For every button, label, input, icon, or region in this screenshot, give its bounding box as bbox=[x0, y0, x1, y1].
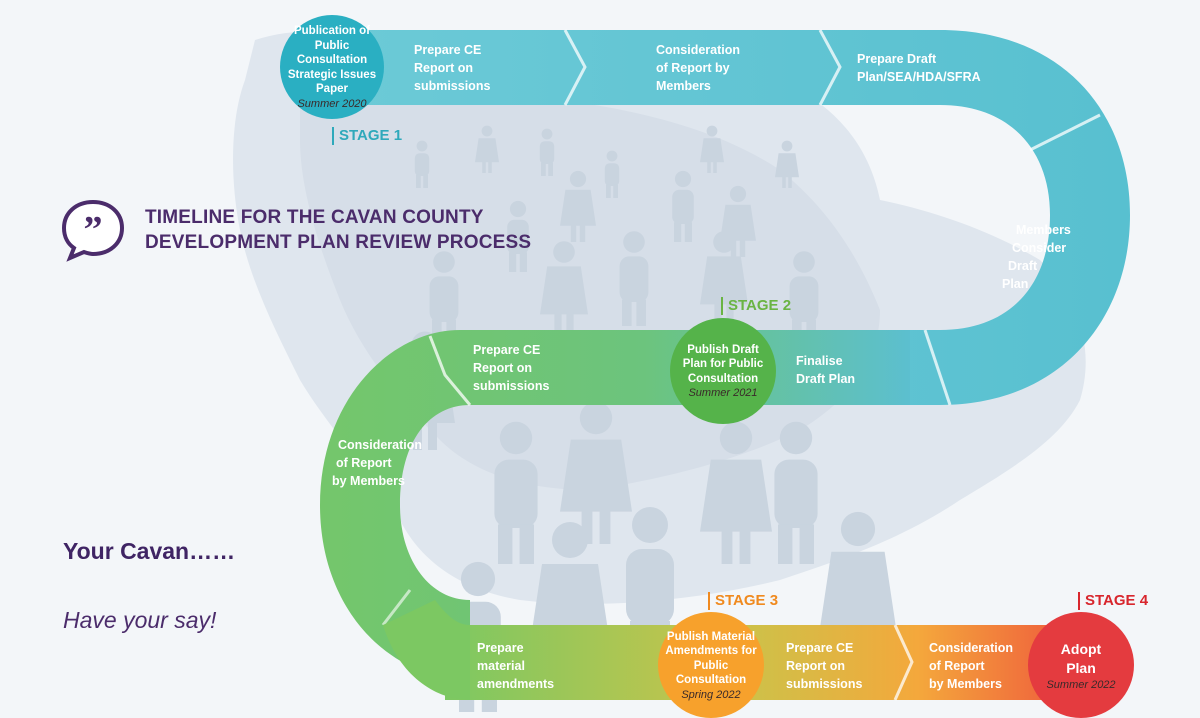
title-line-2: DEVELOPMENT PLAN REVIEW PROCESS bbox=[145, 232, 532, 253]
node-line: Public Consultation bbox=[296, 39, 368, 67]
step-prepare-material-amendments: Prepare material amendments bbox=[477, 639, 554, 693]
step-prepare-ce-report-2: Prepare CE Report on submissions bbox=[473, 341, 549, 395]
step-line: submissions bbox=[414, 79, 491, 93]
stage-4-label: STAGE 4 bbox=[1078, 592, 1148, 610]
step-line: Prepare Draft bbox=[857, 52, 937, 66]
step-consideration-by-members-3: Consideration of Report by Members bbox=[929, 639, 1013, 693]
step-consideration-by-members-1: Consideration of Report by Members bbox=[656, 41, 740, 95]
milestone-adopt-plan: Adopt Plan Summer 2022 bbox=[1028, 612, 1134, 718]
step-line: Members bbox=[656, 79, 711, 93]
step-finalise-draft-plan: Finalise Draft Plan bbox=[796, 352, 855, 388]
page-title: TIMELINE FOR THE CAVAN COUNTY DEVELOPMEN… bbox=[145, 205, 531, 255]
step-members-consider-draft: Members Consider Draft Plan bbox=[1002, 221, 1071, 293]
node-line: Publish Draft bbox=[687, 343, 759, 356]
node-date: Spring 2022 bbox=[681, 688, 741, 701]
step-line: of Report bbox=[336, 456, 392, 470]
step-line: Report on bbox=[414, 61, 474, 75]
node-line: Plan for Public bbox=[682, 358, 764, 371]
step-line: Members bbox=[1016, 223, 1071, 237]
step-line: amendments bbox=[477, 677, 555, 691]
step-consideration-by-members-2: Consideration of Report by Members bbox=[332, 436, 422, 490]
step-line: Prepare bbox=[477, 641, 524, 655]
road-middle bbox=[320, 330, 910, 680]
svg-text:”: ” bbox=[84, 209, 103, 251]
people-silhouettes bbox=[395, 125, 896, 712]
step-line: Prepare CE bbox=[786, 641, 854, 655]
stage-3-label: STAGE 3 bbox=[708, 592, 778, 610]
node-line: Publication of bbox=[293, 25, 371, 38]
step-line: Consideration bbox=[656, 43, 741, 57]
tagline-have-your-say: Have your say! bbox=[63, 607, 217, 633]
step-line: Plan/SEA/HDA/SFRA bbox=[857, 70, 981, 84]
step-line: submissions bbox=[473, 379, 550, 393]
step-line: Draft bbox=[1008, 259, 1038, 273]
node-line: Adopt bbox=[1060, 640, 1102, 657]
step-prepare-ce-report-3: Prepare CE Report on submissions bbox=[786, 639, 862, 693]
step-line: Consideration bbox=[338, 438, 423, 452]
stage-1-label: STAGE 1 bbox=[332, 127, 402, 145]
node-date: Summer 2020 bbox=[297, 97, 367, 110]
quote-icon: ” bbox=[61, 199, 125, 262]
step-line: material bbox=[477, 659, 525, 673]
step-line: of Report bbox=[929, 659, 985, 673]
milestone-publish-draft-plan: Publish Draft Plan for Public Consultati… bbox=[670, 318, 776, 424]
step-prepare-draft-plan: Prepare Draft Plan/SEA/HDA/SFRA bbox=[857, 50, 981, 86]
step-prepare-ce-report-1: Prepare CE Report on submissions bbox=[414, 41, 490, 95]
node-line: Publish Material bbox=[666, 630, 756, 643]
node-line: Public Consultation bbox=[675, 659, 747, 687]
step-line: Finalise bbox=[796, 354, 843, 368]
step-line: Report on bbox=[786, 659, 846, 673]
step-line: of Report by bbox=[656, 61, 730, 75]
step-line: Consideration bbox=[929, 641, 1014, 655]
step-line: Report on bbox=[473, 361, 533, 375]
title-line-1: TIMELINE FOR THE CAVAN COUNTY bbox=[145, 207, 484, 228]
milestone-strategic-issues-paper: Publication of Public Consultation Strat… bbox=[280, 15, 384, 119]
step-line: Plan bbox=[1002, 277, 1029, 291]
step-line: Prepare CE bbox=[414, 43, 482, 57]
step-line: Draft Plan bbox=[796, 372, 856, 386]
node-line: Plan bbox=[1066, 659, 1096, 676]
step-line: Consider bbox=[1012, 241, 1067, 255]
tagline-your-cavan: Your Cavan…… bbox=[63, 538, 236, 564]
step-line: submissions bbox=[786, 677, 863, 691]
stage-2-label: STAGE 2 bbox=[721, 297, 791, 315]
node-line: Amendments for bbox=[665, 645, 757, 657]
step-line: Prepare CE bbox=[473, 343, 541, 357]
node-line: Strategic Issues bbox=[287, 68, 377, 81]
node-line: Consultation bbox=[687, 372, 759, 385]
node-line: Paper bbox=[316, 83, 348, 96]
node-date: Summer 2021 bbox=[688, 387, 758, 400]
node-date: Summer 2022 bbox=[1046, 678, 1116, 691]
road-top bbox=[330, 29, 1130, 406]
milestone-publish-material-amendments: Publish Material Amendments for Public C… bbox=[658, 612, 764, 718]
step-line: by Members bbox=[929, 677, 1002, 691]
step-line: by Members bbox=[332, 474, 405, 488]
